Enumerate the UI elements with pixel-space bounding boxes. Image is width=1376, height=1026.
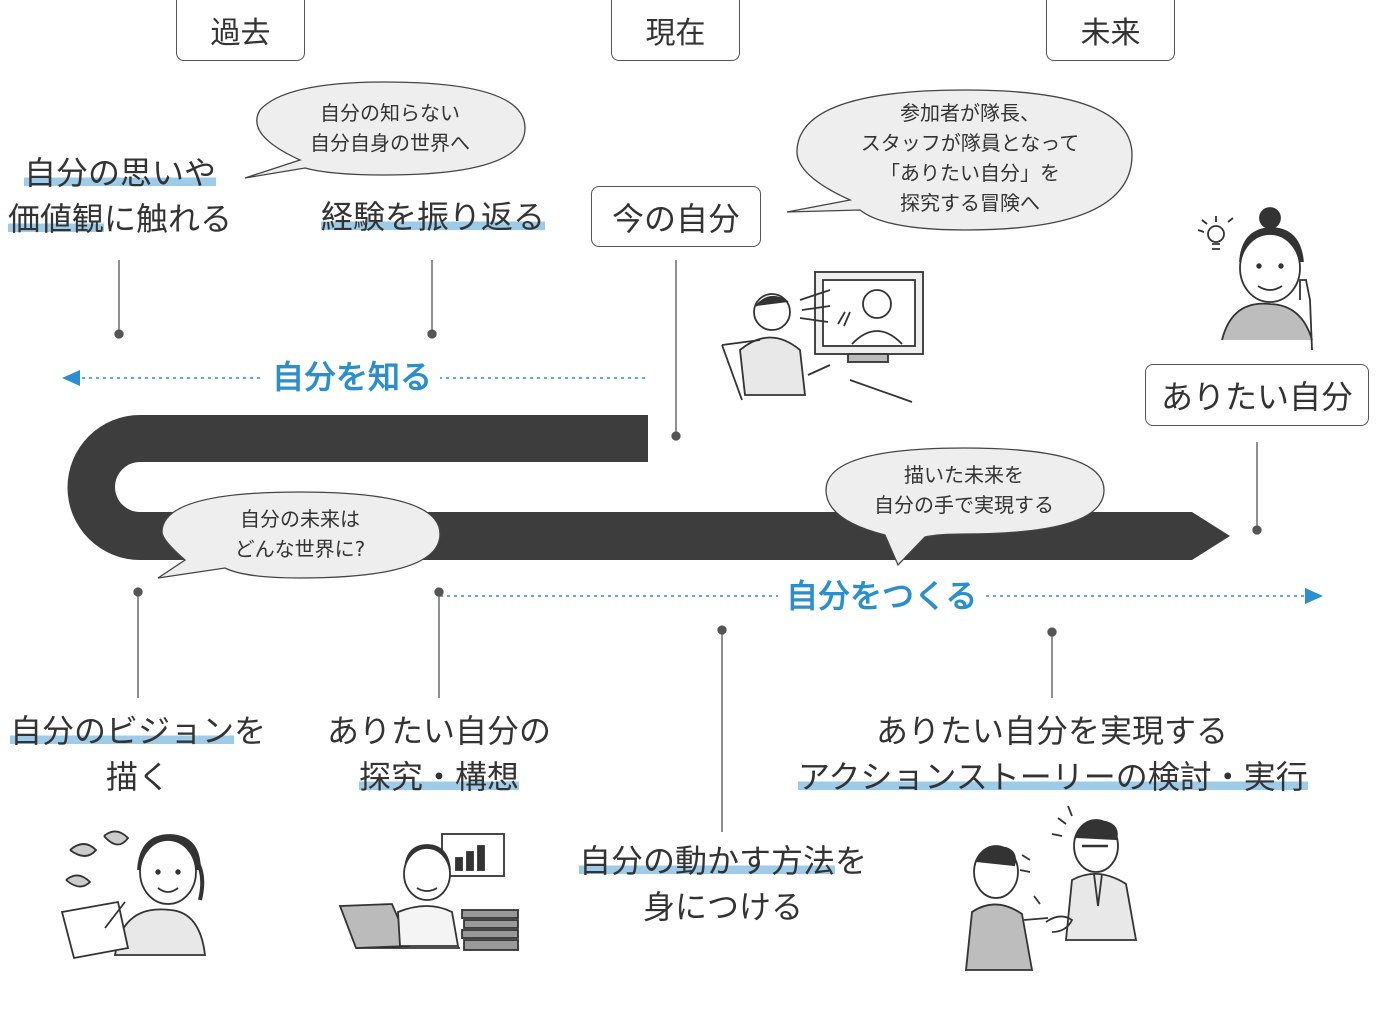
bubble-adventure [786, 89, 1133, 231]
bubble-line: スタッフが隊員となって [860, 131, 1080, 155]
bubble-line: 参加者が隊長、 [900, 101, 1040, 125]
future-label: 未来 [1046, 0, 1175, 61]
step-vision: 自分のビジョンを 描く [0, 708, 276, 800]
step-explore-highlight: 探究・構想 [358, 758, 519, 796]
step-vision-line2: 描く [105, 758, 170, 796]
connectors [114, 260, 1262, 832]
bubble-line: 自分の知らない [320, 101, 460, 125]
past-label-text: 過去 [210, 16, 271, 51]
current-self-text: 今の自分 [611, 199, 740, 238]
current-self-box: 今の自分 [591, 186, 761, 247]
step-explore-line1: ありたい自分の [326, 712, 551, 750]
ideal-self-box: ありたい自分 [1145, 364, 1369, 426]
step-values-line2-highlight: 価値観 [7, 200, 104, 238]
know-self-flow-label: 自分を知る [264, 357, 441, 397]
step-explore: ありたい自分の 探究・構想 [314, 708, 564, 800]
step-reflect: 経験を振り返る [310, 194, 556, 240]
past-label: 過去 [176, 0, 305, 61]
bubble-line: どんな世界に? [234, 537, 366, 561]
step-move: 自分の動かす方法を 身につける [562, 838, 884, 930]
bubble-future-world [157, 491, 441, 579]
make-self-flow-label: 自分をつくる [778, 576, 986, 616]
step-values-line1: 自分の思いや [23, 154, 216, 192]
step-values: 自分の思いや 価値観に触れる [0, 150, 240, 242]
present-label-text: 現在 [645, 16, 706, 51]
make-self-flow-line [440, 588, 1323, 604]
bubble-line: 自分の未来は [240, 507, 360, 531]
bubble-realize-future [825, 447, 1105, 567]
bubble-unknown-world-text: 自分の知らない 自分自身の世界へ [270, 98, 510, 158]
present-label: 現在 [611, 0, 740, 61]
step-move-rest: を [835, 842, 868, 880]
future-label-text: 未来 [1080, 16, 1141, 51]
step-values-line2-rest: に触れる [104, 200, 233, 238]
step-move-highlight: 自分の動かす方法 [578, 842, 835, 880]
handshake-illustration [965, 805, 1138, 971]
bubble-adventure-text: 参加者が隊長、 スタッフが隊員となって 「ありたい自分」を 探究する冒険へ [820, 98, 1120, 218]
step-reflect-text: 経験を振り返る [320, 198, 545, 236]
video-call-illustration [721, 271, 924, 403]
idea-woman-illustration [1197, 207, 1313, 351]
bubble-line: 自分の手で実現する [874, 493, 1054, 517]
step-move-line2: 身につける [642, 888, 803, 926]
step-vision-highlight: 自分のビジョン [9, 712, 234, 750]
bubble-realize-future-text: 描いた未来を 自分の手で実現する [844, 460, 1084, 520]
bubble-future-world-text: 自分の未来は どんな世界に? [180, 504, 420, 564]
step-action: ありたい自分を実現する アクションストーリーの検討・実行 [798, 708, 1308, 800]
bubble-line: 描いた未来を [904, 463, 1024, 487]
step-action-highlight: アクションストーリーの検討・実行 [798, 758, 1308, 796]
step-action-line1: ありたい自分を実現する [875, 712, 1228, 750]
bubble-line: 「ありたい自分」を [880, 161, 1060, 185]
laptop-boy-illustration [338, 833, 519, 951]
drawing-girl-illustration [60, 830, 207, 960]
bubble-line: 探究する冒険へ [900, 191, 1040, 215]
bubble-unknown-world [244, 81, 526, 179]
ideal-self-text: ありたい自分 [1160, 378, 1353, 416]
bubble-line: 自分自身の世界へ [310, 131, 470, 155]
step-vision-rest: を [234, 712, 267, 750]
